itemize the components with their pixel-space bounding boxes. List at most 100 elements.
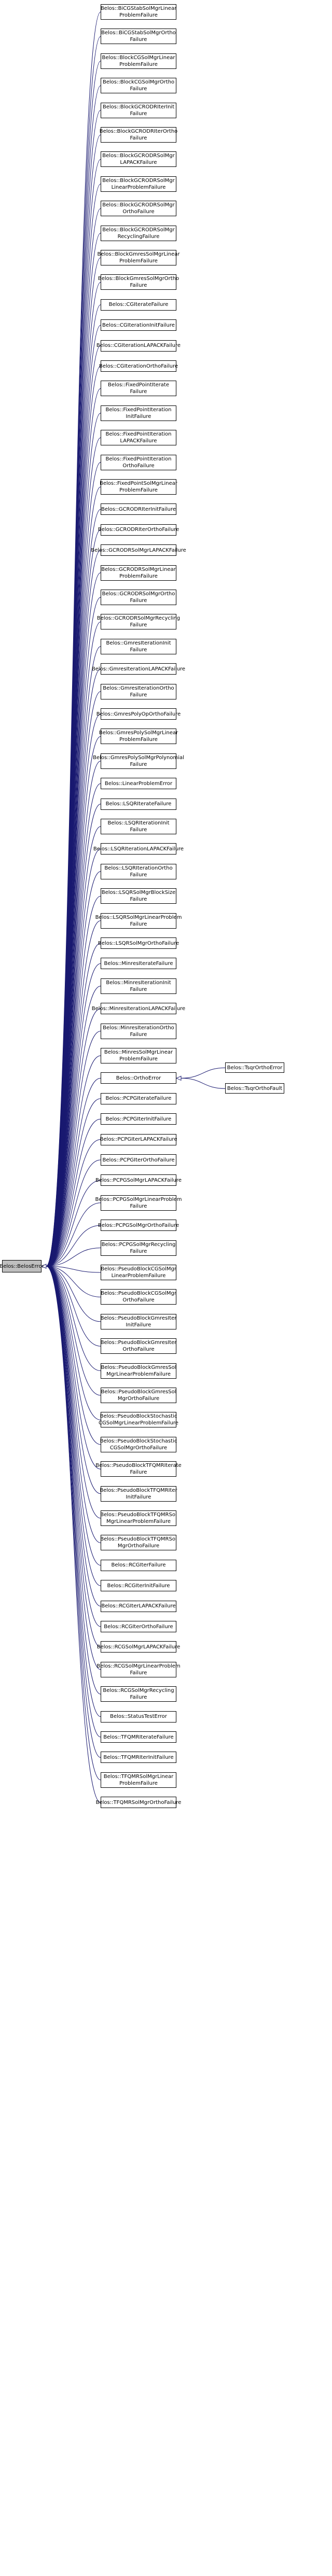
class-node-pcpgsolmgrorthofailure[interactable]: Belos::PCPGSolMgrOrthoFailure xyxy=(98,1220,179,1231)
class-node-cgiterationlapackfailure[interactable]: Belos::CGIterationLAPACKFailure xyxy=(96,340,181,352)
class-node-lsqriterationinitfailure[interactable]: Belos::LSQRIterationInit Failure xyxy=(101,819,176,834)
class-node-gcrodrsolmgrorthofailure[interactable]: Belos::GCRODRSolMgrOrtho Failure xyxy=(101,590,176,605)
class-node-pcpgsolmgrrecyclingfailure[interactable]: Belos::PCPGSolMgrRecycling Failure xyxy=(101,1240,176,1256)
inheritance-edge-blockcgsolmgrorthofailure xyxy=(46,85,101,1267)
root-class-node[interactable]: Belos::BelosError xyxy=(0,1260,44,1272)
class-node-minresiteratefailure[interactable]: Belos::MinresIterateFailure xyxy=(101,958,176,970)
class-node-pseudoblockstochasticcgsolmgrlinearproblemfailure[interactable]: Belos::PseudoBlockStochastic CGSolMgrLin… xyxy=(99,1412,178,1428)
class-node-pseudoblockgmresiterinitfailure[interactable]: Belos::PseudoBlockGmresIter InitFailure xyxy=(101,1313,176,1329)
class-node-tsqrorthofault[interactable]: Belos::TsqrOrthoFault xyxy=(225,1083,284,1094)
class-node-gcrodriterorthofailure[interactable]: Belos::GCRODRIterOrthoFailure xyxy=(98,524,179,536)
class-node-blockgcrodriterorthofailure[interactable]: Belos::BlockGCRODRIterOrtho Failure xyxy=(100,127,177,143)
inheritance-edge-minressolmgrlinearproblemfailure xyxy=(46,1055,101,1267)
class-node-blockcgsolmgrlinearproblemfailure[interactable]: Belos::BlockCGSolMgrLinear ProblemFailur… xyxy=(101,53,176,69)
class-node-pcpgiterinitfailure[interactable]: Belos::PCPGIterInitFailure xyxy=(101,1113,176,1125)
class-node-gmrespolysolmgrpolynomialfailure[interactable]: Belos::GmresPolySolMgrPolynomial Failure xyxy=(93,753,184,769)
inheritance-edge-rcgsolmgrlinearproblemfailure xyxy=(46,1266,101,1670)
class-node-minressolmgrlinearproblemfailure[interactable]: Belos::MinresSolMgrLinear ProblemFailure xyxy=(101,1048,176,1063)
class-node-pseudoblockgmressolmgrorthofailure[interactable]: Belos::PseudoBlockGmresSol MgrOrthoFailu… xyxy=(101,1388,176,1403)
class-node-tfqmrsolmgrorthofailure[interactable]: Belos::TFQMRSolMgrOrthoFailure xyxy=(96,1797,181,1809)
class-node-rcgiterinitfailure[interactable]: Belos::RCGIterInitFailure xyxy=(101,1580,176,1592)
class-node-blockgcrodrsolmgrlapackfailure[interactable]: Belos::BlockGCRODRSolMgr LAPACKFailure xyxy=(101,151,176,167)
class-node-bicgstabsolmgrlinearproblemfailure[interactable]: Belos::BiCGStabSolMgrLinear ProblemFailu… xyxy=(101,4,176,20)
class-node-gmrespolyoporthofailure[interactable]: Belos::GmresPolyOpOrthoFailure xyxy=(96,708,181,720)
class-node-gmresiterationinitfailure[interactable]: Belos::GmresIterationInit Failure xyxy=(101,638,176,654)
class-node-pseudoblockstochasticcgsolmgrorthofailure[interactable]: Belos::PseudoBlockStochastic CGSolMgrOrt… xyxy=(100,1436,177,1452)
inheritance-edge-pseudoblocktfqmrsolmgrorthofailure xyxy=(46,1266,101,1543)
class-node-pseudoblocktfqmrsolmgrorthofailure[interactable]: Belos::PseudoBlockTFQMRSol MgrOrthoFailu… xyxy=(100,1535,177,1551)
class-node-blockcgsolmgrorthofailure[interactable]: Belos::BlockCGSolMgrOrtho Failure xyxy=(101,78,176,94)
class-node-pseudoblocktfqmriterinitfailure[interactable]: Belos::PseudoBlockTFQMRIter InitFailure xyxy=(100,1486,177,1502)
inheritance-edge-pseudoblocktfqmriterinitfailure xyxy=(46,1266,101,1494)
class-node-tsqrorthoerror[interactable]: Belos::TsqrOrthoError xyxy=(225,1062,284,1073)
class-node-lsqrsolmgrorthofailure[interactable]: Belos::LSQRSolMgrOrthoFailure xyxy=(98,937,179,949)
class-node-blockgmressolmgrlinearproblemfailure[interactable]: Belos::BlockGmresSolMgrLinear ProblemFai… xyxy=(97,250,180,265)
class-node-pcpgiterorthofailure[interactable]: Belos::PCPGIterOrthoFailure xyxy=(101,1154,176,1166)
class-node-pseudoblocktfqmrsolmgrlinearproblemfailure[interactable]: Belos::PseudoBlockTFQMRSol MgrLinearProb… xyxy=(100,1510,177,1526)
class-node-cgiteratefailure[interactable]: Belos::CGIterateFailure xyxy=(101,299,176,311)
class-node-tfqmrsolmgrlinearproblemfailure[interactable]: Belos::TFQMRSolMgrLinear ProblemFailure xyxy=(101,1772,176,1788)
class-node-blockgcrodrsolmgrorthofailure[interactable]: Belos::BlockGCRODRSolMgr OrthoFailure xyxy=(101,201,176,217)
inheritance-edge-tfqmrsolmgrlinearproblemfailure xyxy=(46,1266,101,1781)
class-node-pseudoblockgmressolmgrlinearproblemfailure[interactable]: Belos::PseudoBlockGmresSol MgrLinearProb… xyxy=(101,1363,176,1379)
class-node-linearproblemerror[interactable]: Belos::LinearProblemError xyxy=(101,778,176,790)
class-node-lsqriterationorthofailure[interactable]: Belos::LSQRIterationOrtho Failure xyxy=(101,863,176,879)
class-node-pseudoblockcgsolmgrlinearproblemfailure[interactable]: Belos::PseudoBlockCGSolMgr LinearProblem… xyxy=(101,1265,176,1280)
class-node-pseudoblockgmresiterorthofailure[interactable]: Belos::PseudoBlockGmresIter OrthoFailure xyxy=(101,1338,176,1354)
class-node-fixedpointsolmgrlinearproblemfailure[interactable]: Belos::FixedPointSolMgrLinear ProblemFai… xyxy=(100,479,177,495)
class-node-rcgsolmgrlapackfailure[interactable]: Belos::RCGSolMgrLAPACKFailure xyxy=(97,1641,180,1653)
class-node-bicgstabsolmgrorthofailure[interactable]: Belos::BiCGStabSolMgrOrtho Failure xyxy=(101,29,176,45)
inheritance-edge-lsqrsolmgrlinearproblemfailure xyxy=(46,920,101,1267)
class-node-tfqmriteratefailure[interactable]: Belos::TFQMRIterateFailure xyxy=(101,1731,176,1743)
inheritance-edge-blockcgsolmgrlinearproblemfailure xyxy=(46,61,101,1267)
class-node-lsqriterationlapackfailure[interactable]: Belos::LSQRIterationLAPACKFailure xyxy=(93,843,184,855)
class-node-pcpgsolmgrlinearproblemfailure[interactable]: Belos::PCPGSolMgrLinearProblem Failure xyxy=(95,1195,182,1211)
class-node-pcpgiterlapackfailure[interactable]: Belos::PCPGIterLAPACKFailure xyxy=(100,1133,177,1145)
class-node-fixedpointiteratefailure[interactable]: Belos::FixedPointIterate Failure xyxy=(101,381,176,397)
class-node-pcpgiteratefailure[interactable]: Belos::PCPGIterateFailure xyxy=(101,1093,176,1104)
class-node-fixedpointiterationorthofailure[interactable]: Belos::FixedPointIteration OrthoFailure xyxy=(101,454,176,470)
class-node-rcgiterorthofailure[interactable]: Belos::RCGIterOrthoFailure xyxy=(101,1621,176,1632)
inheritance-arrowhead-orthoerror xyxy=(175,1075,182,1081)
class-node-tfqmriterinitfailure[interactable]: Belos::TFQMRIterInitFailure xyxy=(101,1752,176,1763)
class-node-lsqriteratefailure[interactable]: Belos::LSQRIterateFailure xyxy=(101,798,176,810)
inheritance-edge-pcpgiterlapackfailure xyxy=(46,1139,101,1267)
class-node-fixedpointiterationinitfailure[interactable]: Belos::FixedPointIteration InitFailure xyxy=(101,405,176,421)
class-node-gmresiterationlapackfailure[interactable]: Belos::GmresIterationLAPACKFailure xyxy=(92,663,185,675)
class-node-gmresiterationorthofailure[interactable]: Belos::GmresIterationOrtho Failure xyxy=(101,683,176,699)
inheritance-edge-cgiterationorthofailure xyxy=(46,366,101,1267)
class-node-minresiterationorthofailure[interactable]: Belos::MinresIterationOrtho Failure xyxy=(101,1023,176,1039)
inheritance-edge-cgiteratefailure xyxy=(46,304,101,1267)
class-node-gcrodrsolmgrrecyclingfailure[interactable]: Belos::GCRODRSolMgrRecycling Failure xyxy=(97,614,180,630)
class-node-rcgiterfailure[interactable]: Belos::RCGIterFailure xyxy=(101,1559,176,1571)
class-node-blockgcrodrsolmgrrecyclingfailure[interactable]: Belos::BlockGCRODRSolMgr RecyclingFailur… xyxy=(101,225,176,241)
class-node-blockgmressolmgrorthofailure[interactable]: Belos::BlockGmresSolMgrOrtho Failure xyxy=(98,274,179,290)
class-node-lsqrsolmgrblocksizefailure[interactable]: Belos::LSQRSolMgrBlockSize Failure xyxy=(101,888,176,904)
class-node-pseudoblockcgsolmgrorthofailure[interactable]: Belos::PseudoBlockCGSolMgr OrthoFailure xyxy=(101,1289,176,1305)
inheritance-edge-fixedpointiteratefailure xyxy=(46,388,101,1267)
inheritance-edge-pcpgsolmgrlapackfailure xyxy=(46,1180,101,1267)
class-node-lsqrsolmgrlinearproblemfailure[interactable]: Belos::LSQRSolMgrLinearProblem Failure xyxy=(95,913,182,929)
class-node-minresiterationlapackfailure[interactable]: Belos::MinresIterationLAPACKFailure xyxy=(92,1003,185,1015)
class-node-pseudoblocktfqmriteratefailure[interactable]: Belos::PseudoBlockTFQMRIterate Failure xyxy=(95,1461,182,1477)
inheritance-edge-pseudoblockgmressolmgrlinearproblemfailure xyxy=(46,1266,101,1371)
class-node-cgiterationorthofailure[interactable]: Belos::CGIterationOrthoFailure xyxy=(99,360,178,372)
inheritance-edge-minresiterationlapackfailure xyxy=(46,1008,101,1267)
class-node-orthoerror[interactable]: Belos::OrthoError xyxy=(101,1072,176,1084)
class-node-rcgiterlapackfailure[interactable]: Belos::RCGIterLAPACKFailure xyxy=(101,1600,176,1612)
class-node-rcgsolmgrlinearproblemfailure[interactable]: Belos::RCGSolMgrLinearProblem Failure xyxy=(96,1661,181,1677)
class-node-gcrodriterinitfailure[interactable]: Belos::GCRODRIterInitFailure xyxy=(101,503,176,515)
class-node-fixedpointiterationlapackfailure[interactable]: Belos::FixedPointIteration LAPACKFailure xyxy=(101,430,176,446)
class-node-gcrodrsolmgrlapackfailure[interactable]: Belos::GCRODRSolMgrLAPACKFailure xyxy=(91,544,186,556)
class-node-statustesterror[interactable]: Belos::StatusTestError xyxy=(101,1711,176,1723)
class-node-pcpgsolmgrlapackfailure[interactable]: Belos::PCPGSolMgrLAPACKFailure xyxy=(95,1174,182,1186)
inheritance-arrowhead-root xyxy=(40,1264,47,1269)
class-node-blockgcrodriterinitfailure[interactable]: Belos::BlockGCRODRIterInit Failure xyxy=(101,102,176,118)
class-node-gcrodrsolmgrlinearproblemfailure[interactable]: Belos::GCRODRSolMgrLinear ProblemFailure xyxy=(101,565,176,581)
class-node-blockgcrodrsolmgrlinearproblemfailure[interactable]: Belos::BlockGCRODRSolMgr LinearProblemFa… xyxy=(101,176,176,192)
class-node-gmrespolysolmgrlinearproblemfailure[interactable]: Belos::GmresPolySolMgrLinear ProblemFail… xyxy=(99,729,178,745)
inheritance-edge-minresiterationorthofailure xyxy=(46,1031,101,1267)
class-node-minresiterationinitfailure[interactable]: Belos::MinresIterationInit Failure xyxy=(101,978,176,994)
class-node-cgiterationinitfailure[interactable]: Belos::CGIterationInitFailure xyxy=(101,319,176,331)
class-node-rcgsolmgrrecyclingfailure[interactable]: Belos::RCGSolMgrRecycling Failure xyxy=(101,1686,176,1702)
